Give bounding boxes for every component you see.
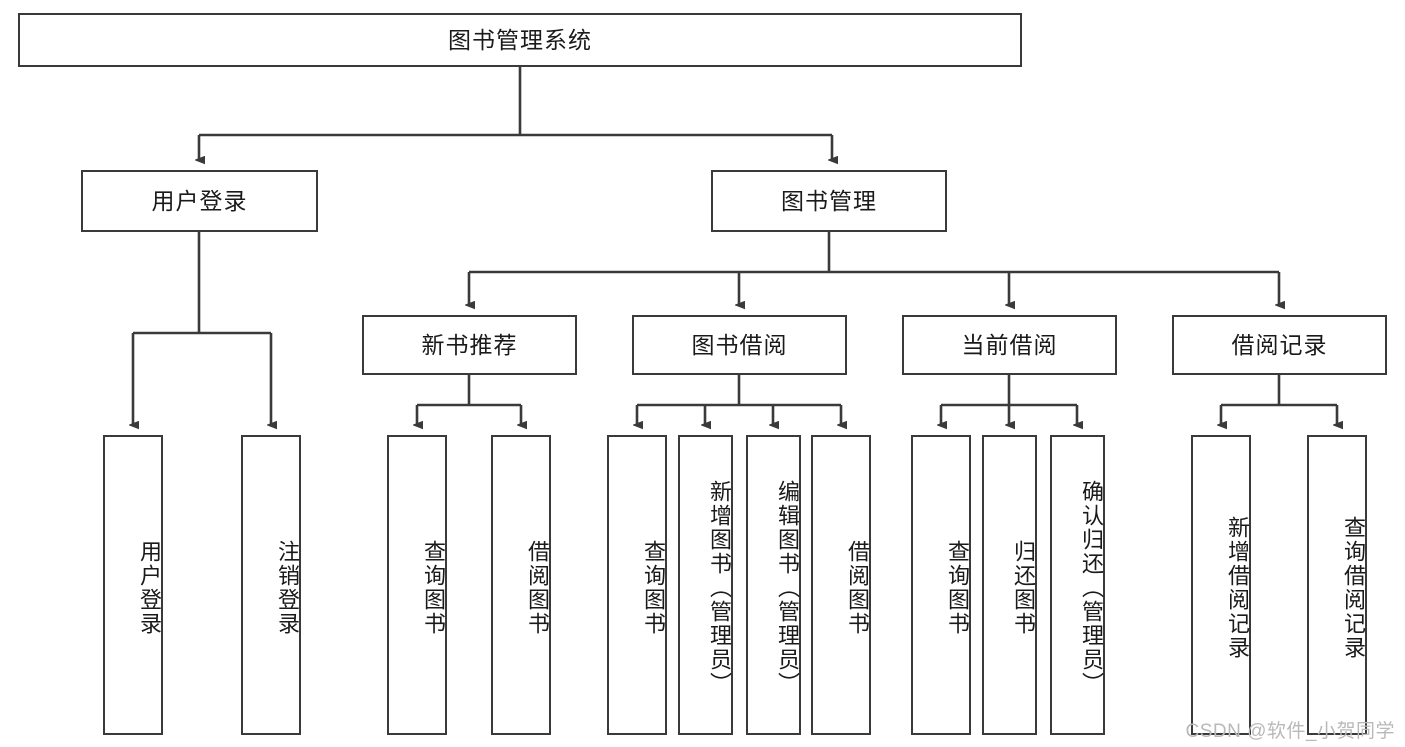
leaf-return-book[interactable]: 归还图书 — [982, 435, 1037, 735]
leaf-edit-book-admin[interactable]: 编辑图书（管理员） — [746, 435, 801, 735]
leaf-add-book-admin-label: 新增图书（管理员） — [707, 480, 732, 696]
leaf-add-book-admin[interactable]: 新增图书（管理员） — [678, 435, 733, 735]
watermark-text: CSDN @软件_小贺同学 — [1185, 721, 1395, 742]
node-book-borrow[interactable]: 图书借阅 — [632, 315, 847, 375]
leaf-add-borrow-record[interactable]: 新增借阅记录 — [1191, 435, 1251, 735]
leaf-add-borrow-record-label: 新增借阅记录 — [1225, 516, 1250, 660]
node-borrow-records-label: 借阅记录 — [1231, 331, 1328, 358]
node-user-login-label: 用户登录 — [151, 187, 248, 214]
node-root-label: 图书管理系统 — [448, 26, 592, 53]
node-book-management[interactable]: 图书管理 — [711, 170, 947, 232]
leaf-query-book-recommend[interactable]: 查询图书 — [387, 435, 447, 735]
leaf-edit-book-admin-label: 编辑图书（管理员） — [775, 480, 800, 696]
node-new-book-recommend[interactable]: 新书推荐 — [362, 315, 577, 375]
leaf-confirm-return-admin[interactable]: 确认归还（管理员） — [1050, 435, 1105, 735]
node-new-book-recommend-label: 新书推荐 — [421, 331, 518, 358]
node-user-login[interactable]: 用户登录 — [81, 170, 318, 232]
leaf-user-login[interactable]: 用户登录 — [103, 435, 163, 735]
leaf-query-book-current[interactable]: 查询图书 — [911, 435, 971, 735]
leaf-logout-label: 注销登录 — [275, 540, 300, 636]
leaf-query-book-borrow-label: 查询图书 — [641, 540, 666, 636]
node-current-borrow-label: 当前借阅 — [961, 331, 1058, 358]
leaf-borrow-book-label: 借阅图书 — [845, 540, 870, 636]
node-book-management-label: 图书管理 — [781, 187, 877, 214]
node-book-borrow-label: 图书借阅 — [691, 331, 788, 358]
leaf-borrow-book[interactable]: 借阅图书 — [811, 435, 871, 735]
leaf-query-book-borrow[interactable]: 查询图书 — [607, 435, 667, 735]
leaf-query-borrow-record[interactable]: 查询借阅记录 — [1307, 435, 1367, 735]
leaf-query-book-current-label: 查询图书 — [945, 540, 970, 636]
node-current-borrow[interactable]: 当前借阅 — [902, 315, 1117, 375]
leaf-return-book-label: 归还图书 — [1011, 540, 1036, 636]
leaf-confirm-return-admin-label: 确认归还（管理员） — [1079, 480, 1104, 696]
leaf-borrow-book-recommend-label: 借阅图书 — [525, 540, 550, 636]
node-borrow-records[interactable]: 借阅记录 — [1172, 315, 1387, 375]
leaf-user-login-label: 用户登录 — [137, 540, 162, 636]
leaf-borrow-book-recommend[interactable]: 借阅图书 — [491, 435, 551, 735]
node-root[interactable]: 图书管理系统 — [18, 13, 1022, 67]
leaf-query-book-recommend-label: 查询图书 — [421, 540, 446, 636]
leaf-query-borrow-record-label: 查询借阅记录 — [1341, 516, 1366, 660]
leaf-logout[interactable]: 注销登录 — [241, 435, 301, 735]
